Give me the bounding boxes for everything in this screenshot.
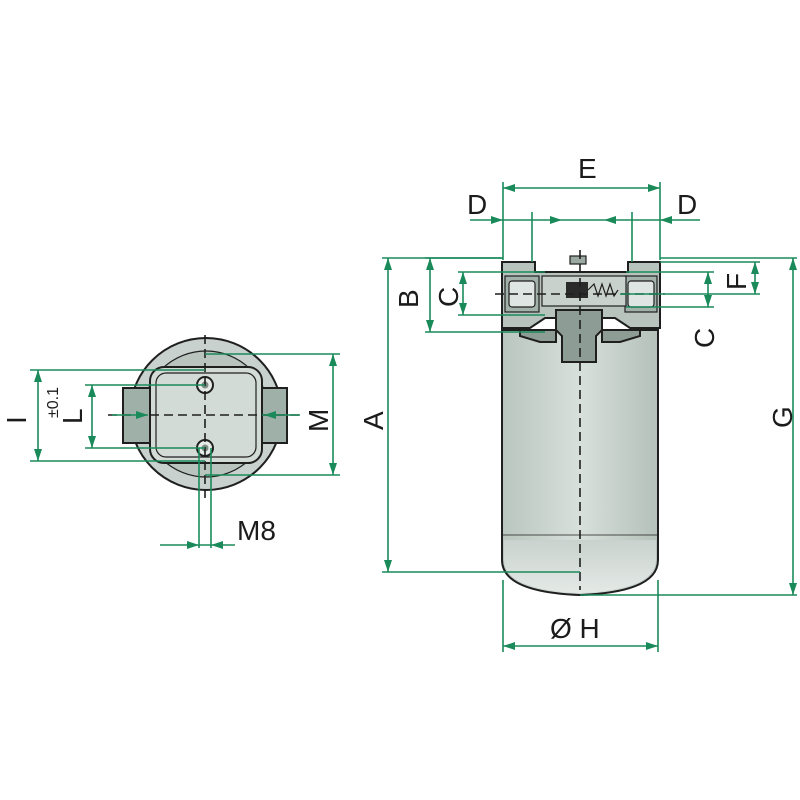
label-C-left: C bbox=[433, 287, 464, 307]
valve-cap-top bbox=[569, 255, 587, 265]
label-D-left: D bbox=[467, 189, 487, 220]
seal-right bbox=[601, 329, 641, 343]
label-C-right: C bbox=[689, 328, 720, 348]
seal-left bbox=[519, 329, 557, 343]
label-B: B bbox=[393, 289, 424, 308]
label-F: F bbox=[721, 273, 752, 290]
top-view bbox=[30, 335, 340, 549]
label-G: G bbox=[767, 406, 798, 428]
label-M: M bbox=[303, 409, 334, 432]
label-H: Ø H bbox=[550, 613, 600, 644]
label-D-right: D bbox=[677, 189, 697, 220]
label-M8: M8 bbox=[237, 515, 276, 546]
label-E: E bbox=[578, 153, 597, 184]
center-stem bbox=[555, 309, 603, 363]
label-tolerance: ±0.1 bbox=[45, 387, 62, 418]
label-L: L bbox=[57, 408, 88, 424]
dimension-labels: E D D Ø H M8 A B C C F G I ±0.1 L M bbox=[1, 153, 798, 644]
label-A: A bbox=[358, 411, 389, 430]
bypass-valve-core bbox=[566, 282, 588, 298]
label-I: I bbox=[1, 416, 32, 424]
side-view bbox=[382, 182, 797, 652]
